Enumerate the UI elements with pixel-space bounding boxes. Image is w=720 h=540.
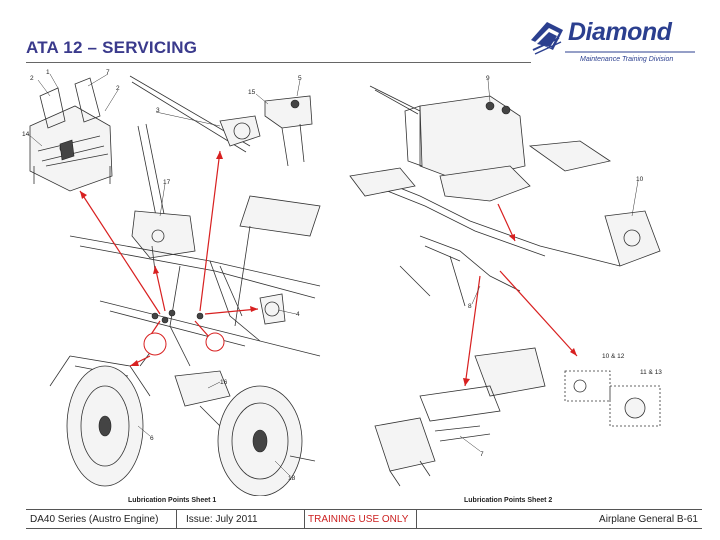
callout-7b: 7 xyxy=(480,451,484,458)
lube-arrows-sheet1 xyxy=(79,150,259,367)
fuselage-frame-2 xyxy=(349,140,621,307)
callout-2: 2 xyxy=(30,75,34,82)
callout-10: 10 xyxy=(636,176,644,183)
bracket-10 xyxy=(604,210,661,267)
canopy-assembly xyxy=(369,85,531,202)
footer-model: DA40 Series (Austro Engine) xyxy=(30,514,159,525)
footer-divider xyxy=(416,510,417,528)
callout-10-12: 10 & 12 xyxy=(602,353,625,360)
main-gear-right xyxy=(174,370,316,496)
zoom-circle-1 xyxy=(143,332,167,356)
callout-18: 18 xyxy=(288,475,296,482)
logo-name: Diamond xyxy=(568,18,672,46)
callout-9: 9 xyxy=(486,75,490,82)
callout-1: 1 xyxy=(46,69,50,76)
zoom-detail-11-13 xyxy=(609,385,661,427)
callout-17: 17 xyxy=(163,179,171,186)
rear-assembly xyxy=(374,347,546,487)
callout-15: 15 xyxy=(248,89,256,96)
sheet2-caption: Lubrication Points Sheet 2 xyxy=(464,497,553,504)
page-title: ATA 12 – SERVICING xyxy=(26,38,198,57)
callout-leaders xyxy=(27,73,639,477)
callout-11-13: 11 & 13 xyxy=(640,369,662,376)
main-gear-left xyxy=(49,345,156,487)
zoom-circle-2 xyxy=(205,332,225,352)
lube-arrows-sheet2 xyxy=(463,203,578,387)
bracket-4 xyxy=(259,293,286,325)
logo-tagline: Maintenance Training Division xyxy=(580,56,674,63)
lubrication-points-drawing: 2 1 7 2 14 3 5 15 17 4 6 16 18 9 10 8 10… xyxy=(22,69,662,496)
footer-bar: DA40 Series (Austro Engine) Issue: July … xyxy=(26,509,702,529)
callout-4: 4 xyxy=(296,311,300,318)
footer-page: Airplane General B-61 xyxy=(599,514,698,525)
callout-8: 8 xyxy=(468,303,472,310)
fuselage-frame-1 xyxy=(69,195,321,367)
callout-6: 6 xyxy=(150,435,154,442)
callout-2b: 2 xyxy=(116,85,120,92)
lube-points-sheet1 xyxy=(151,309,204,324)
footer-divider xyxy=(176,510,177,528)
callout-14: 14 xyxy=(22,131,30,138)
callout-16: 16 xyxy=(220,379,228,386)
callout-5: 5 xyxy=(298,75,302,82)
footer-divider xyxy=(304,510,305,528)
callout-3: 3 xyxy=(156,107,160,114)
title-rule xyxy=(26,62,531,63)
sheet1-caption: Lubrication Points Sheet 1 xyxy=(128,497,217,504)
footer-issue: Issue: July 2011 xyxy=(186,514,258,525)
zoom-detail-10-12 xyxy=(564,370,611,402)
footer-notice: TRAINING USE ONLY xyxy=(308,514,409,525)
diamond-logo-icon xyxy=(531,22,695,55)
control-stick xyxy=(129,75,313,167)
callout-7: 7 xyxy=(106,69,110,76)
pedal-assembly xyxy=(29,77,113,192)
